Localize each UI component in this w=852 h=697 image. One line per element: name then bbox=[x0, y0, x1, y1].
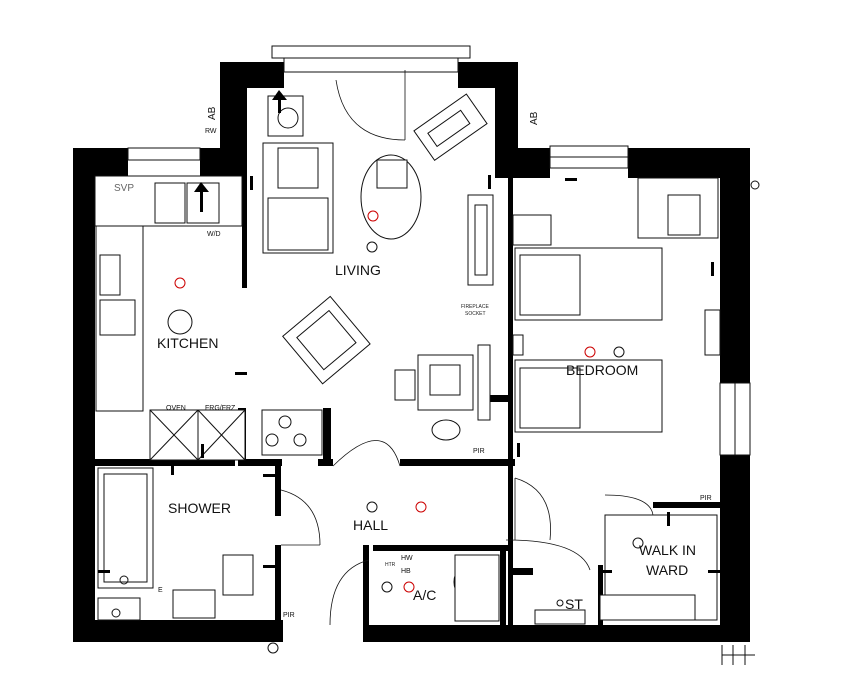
label-pir-bedroom: PIR bbox=[700, 495, 712, 502]
label-hb: HB bbox=[401, 568, 411, 575]
room-label-hall: HALL bbox=[353, 517, 388, 533]
label-hw: HW bbox=[401, 555, 413, 562]
label-e: E bbox=[158, 587, 163, 594]
walls bbox=[73, 62, 750, 642]
room-label-ac: A/C bbox=[413, 587, 436, 603]
electrical-symbols bbox=[98, 90, 760, 654]
room-label-walk-in-1: WALK IN bbox=[639, 542, 696, 558]
bedroom-furniture bbox=[512, 177, 721, 433]
living-furniture bbox=[262, 70, 494, 441]
label-pir-hall: PIR bbox=[283, 612, 295, 619]
label-oven: OVEN bbox=[166, 405, 186, 412]
label-wd: W/D bbox=[207, 231, 221, 238]
shower-fittings bbox=[97, 467, 321, 621]
label-ab-right: AB bbox=[529, 111, 540, 125]
windows bbox=[127, 45, 755, 665]
room-label-bedroom: BEDROOM bbox=[566, 362, 638, 378]
kitchen-fittings bbox=[94, 175, 323, 461]
annotation-labels: SVP W/D OVEN FRG/FRZ FIREPLACE SOCKET PI… bbox=[114, 106, 712, 619]
room-label-shower: SHOWER bbox=[168, 500, 231, 516]
label-ab-left: AB bbox=[207, 106, 218, 120]
label-rw: RW bbox=[205, 128, 217, 135]
label-fireplace: FIREPLACE bbox=[461, 304, 489, 310]
hall-fittings bbox=[329, 440, 718, 626]
label-htr: HTR bbox=[385, 562, 396, 568]
room-labels: LIVING KITCHEN BEDROOM SHOWER HALL A/C W… bbox=[157, 262, 696, 612]
label-socket: SOCKET bbox=[465, 311, 486, 317]
label-pir-living: PIR bbox=[473, 448, 485, 455]
label-frg-frz: FRG/FRZ bbox=[205, 405, 236, 412]
label-svp: SVP bbox=[114, 183, 134, 194]
room-label-walk-in-2: WARD bbox=[646, 562, 688, 578]
room-label-kitchen: KITCHEN bbox=[157, 335, 218, 351]
room-label-st: ST bbox=[565, 596, 583, 612]
room-label-living: LIVING bbox=[335, 262, 381, 278]
